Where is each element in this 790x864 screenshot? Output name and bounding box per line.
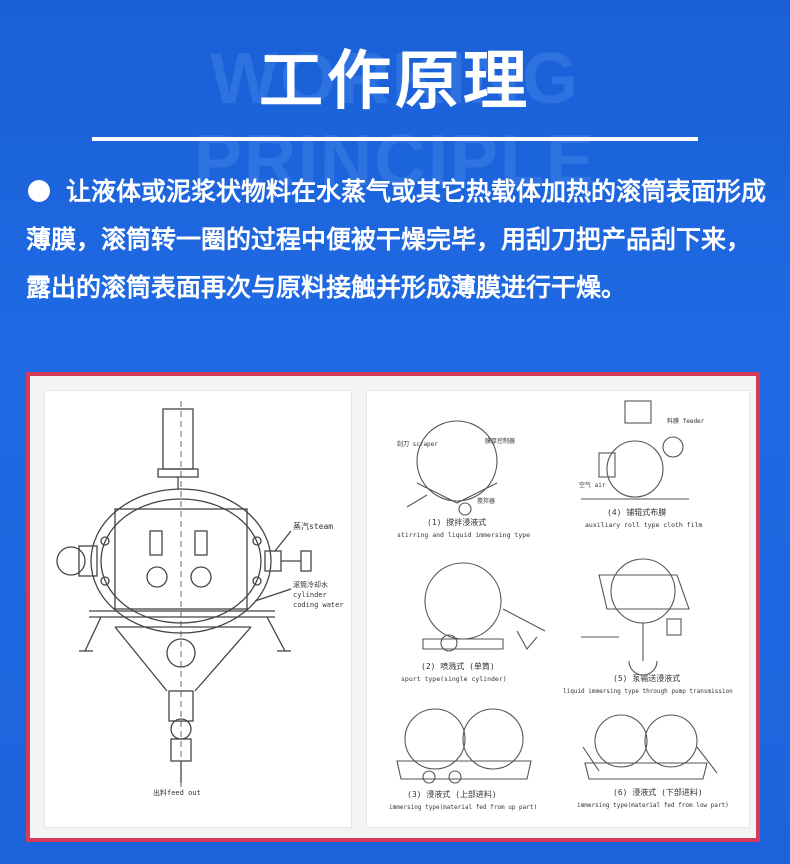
diagram-1-title: (1) 搅拌浸液式 — [427, 517, 486, 527]
scraper-label: 刮刀 scraper — [397, 440, 438, 448]
steam-label: 蒸汽steam — [293, 521, 333, 531]
air-label: 空气 air — [579, 481, 606, 489]
cooling-label-en1: cylinder — [293, 591, 327, 599]
title-divider — [92, 137, 698, 141]
background-watermark-text: WORKING PRINCIPLE — [193, 39, 597, 201]
diagram-2-subtitle: spurt type(single cylinder) — [401, 675, 507, 683]
diagram-3-subtitle: immersing type(material fed from up part… — [389, 804, 537, 811]
diagram-4-subtitle: auxiliary roll type cloth film — [585, 521, 702, 529]
process-schematics-panel: 刮刀 scraper 膜厚控制器 搅拌器 料膜 feeder 空气 air (1… — [366, 390, 750, 828]
process-schematics-drawing: 刮刀 scraper 膜厚控制器 搅拌器 料膜 feeder 空气 air (1… — [389, 400, 733, 811]
diagram-4-title: (4) 铺辊式布膜 — [607, 507, 666, 517]
cooling-label-cn: 滚筒冷却水 — [293, 580, 328, 589]
diagram-1-subtitle: stirring and liquid immersing type — [397, 531, 530, 539]
diagram-5-subtitle: liquid immersing type through pump trans… — [563, 688, 733, 695]
diagram-3-title: (3) 浸液式 (上部进料) — [407, 789, 497, 799]
bullet-icon — [28, 180, 50, 202]
diagram-frame: 蒸汽steam 滚筒冷却水 cylinder coding water 出料fe… — [26, 372, 760, 842]
agitator-label: 搅拌器 — [477, 497, 495, 505]
page-title: 工作原理 — [259, 45, 531, 119]
drum-dryer-drawing: 蒸汽steam 滚筒冷却水 cylinder coding water 出料fe… — [56, 401, 344, 797]
diagram-6-title: (6) 浸液式 (下部进料) — [613, 787, 703, 797]
diagram-2-title: (2) 喷溅式 (单筒) — [421, 661, 495, 671]
diagram-6-subtitle: immersing type(material fed from low par… — [577, 802, 729, 809]
feed-out-label: 出料feed out — [153, 788, 201, 797]
feeder-label: 料膜 feeder — [667, 417, 705, 425]
description-text: 让液体或泥浆状物料在水蒸气或其它热载体加热的滚筒表面形成薄膜，滚筒转一圈的过程中… — [26, 177, 767, 302]
cooling-label-en2: coding water — [293, 601, 344, 609]
film-controller-label: 膜厚控制器 — [485, 437, 515, 445]
machine-drawing-panel: 蒸汽steam 滚筒冷却水 cylinder coding water 出料fe… — [44, 390, 352, 828]
description-paragraph: 让液体或泥浆状物料在水蒸气或其它热载体加热的滚筒表面形成薄膜，滚筒转一圈的过程中… — [26, 168, 766, 312]
diagram-5-title: (5) 泵输送浸液式 — [613, 673, 680, 683]
